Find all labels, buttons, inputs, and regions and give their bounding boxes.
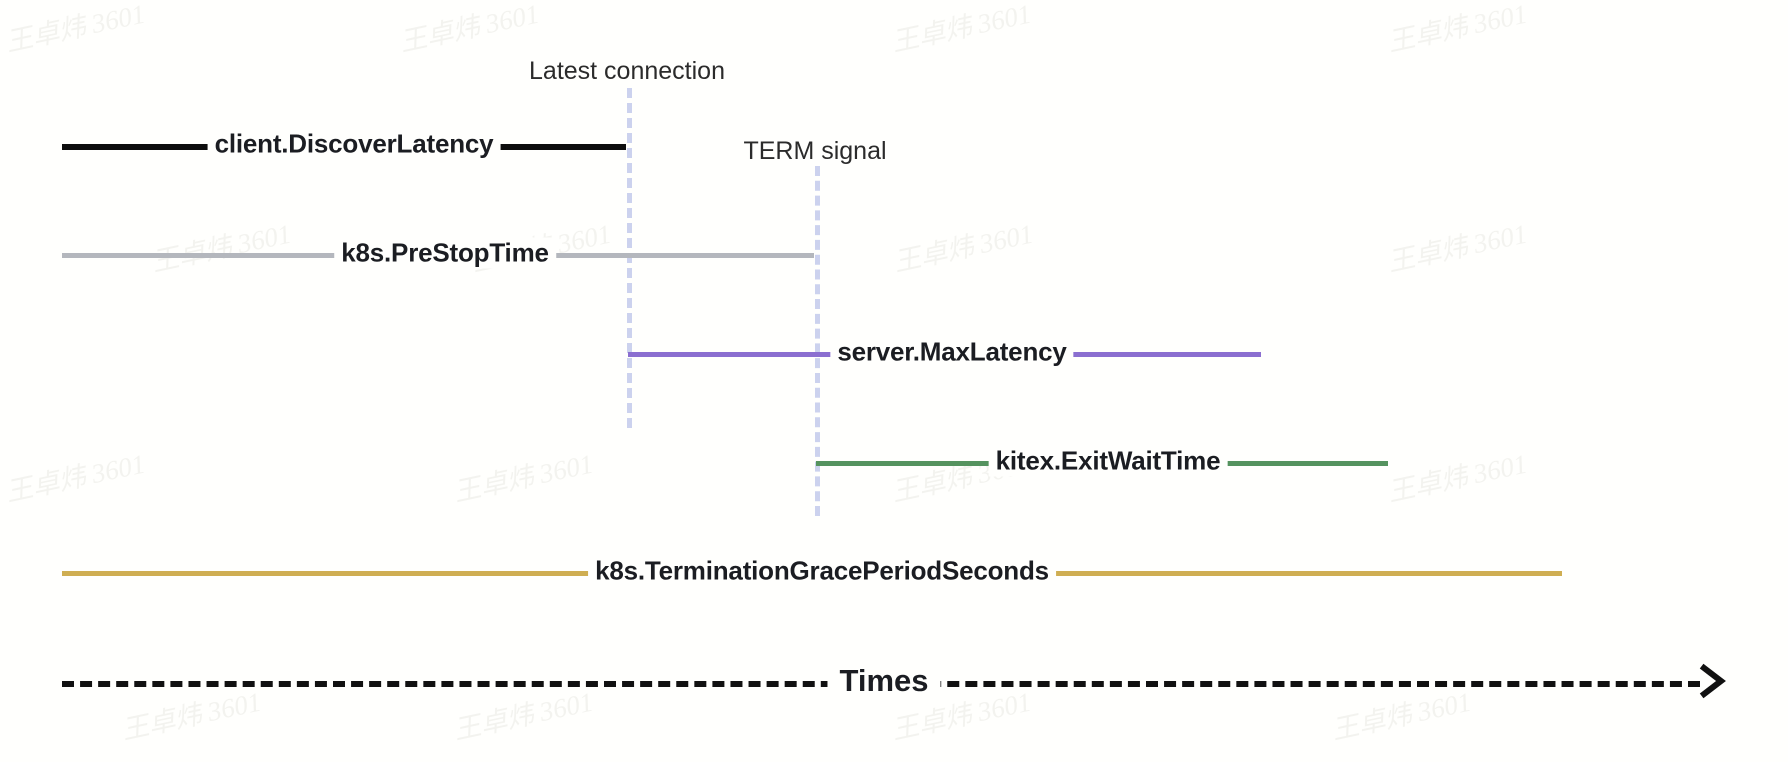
watermark: 王卓炜 3601 bbox=[450, 686, 596, 746]
watermark: 王卓炜 3601 bbox=[118, 686, 264, 746]
time-axis-label: Times bbox=[827, 663, 941, 699]
timeline-label-k8s-terminationgraceperiodseconds: k8s.TerminationGracePeriodSeconds bbox=[588, 555, 1056, 587]
watermark: 王卓炜 3601 bbox=[890, 218, 1036, 278]
timeline-label-k8s-prestoptime: k8s.PreStopTime bbox=[334, 237, 556, 269]
watermark: 王卓炜 3601 bbox=[1384, 448, 1530, 508]
event-marker-line-term-signal bbox=[815, 166, 820, 516]
watermark: 王卓炜 3601 bbox=[450, 448, 596, 508]
arrow-right-icon bbox=[1690, 659, 1734, 703]
watermark: 王卓炜 3601 bbox=[2, 448, 148, 508]
event-marker-label-latest-connection: Latest connection bbox=[529, 57, 725, 85]
timeline-label-kitex-exitwaittime: kitex.ExitWaitTime bbox=[988, 445, 1228, 477]
timeline-label-server-maxlatency: server.MaxLatency bbox=[830, 336, 1074, 368]
watermark: 王卓炜 3601 bbox=[1384, 218, 1530, 278]
watermark: 王卓炜 3601 bbox=[1384, 0, 1530, 58]
watermark: 王卓炜 3601 bbox=[2, 0, 148, 58]
watermark: 王卓炜 3601 bbox=[396, 0, 542, 58]
event-marker-label-term-signal: TERM signal bbox=[743, 137, 887, 165]
watermark: 王卓炜 3601 bbox=[148, 218, 294, 278]
event-marker-line-latest-connection bbox=[627, 88, 632, 428]
watermark: 王卓炜 3601 bbox=[888, 0, 1034, 58]
timeline-label-client-discover-latency: client.DiscoverLatency bbox=[207, 128, 501, 160]
watermark: 王卓炜 3601 bbox=[1328, 686, 1474, 746]
